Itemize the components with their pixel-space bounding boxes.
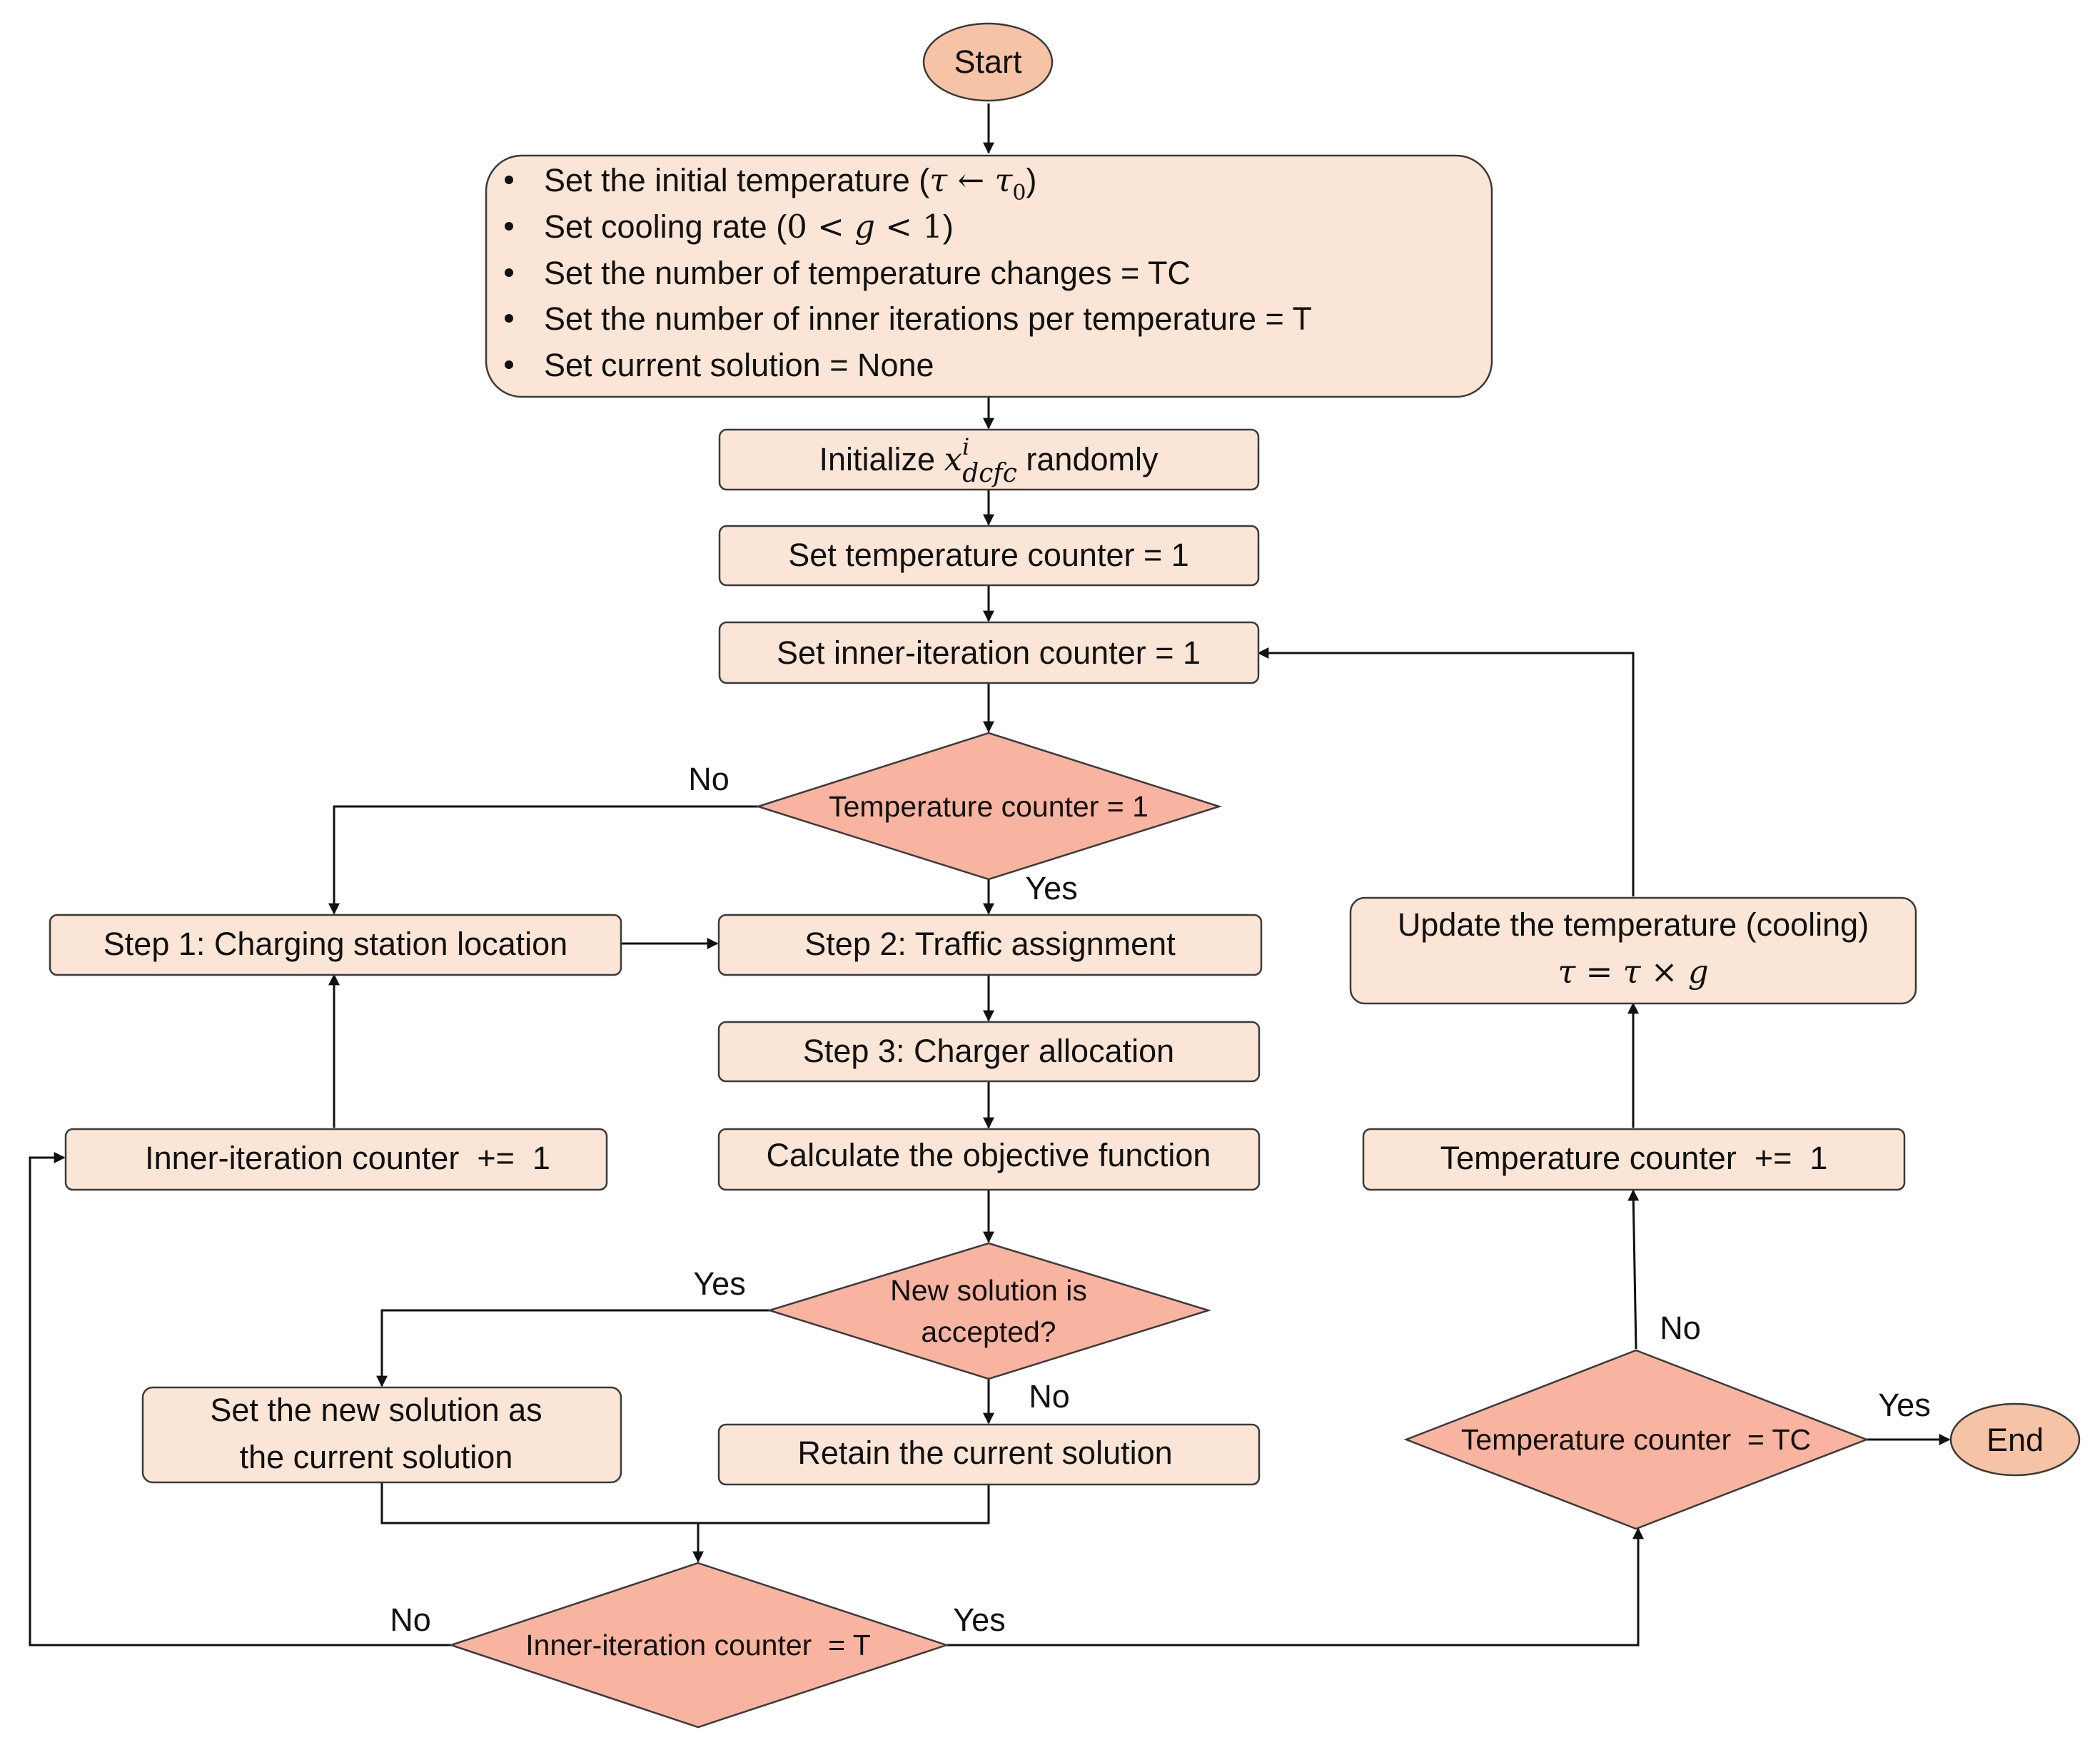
- step2-box: Step 2: Traffic assignment: [717, 914, 1263, 976]
- edge-tempcheck-no-to-step1: [328, 805, 758, 915]
- step1-box: Step 1: Charging station location: [49, 914, 622, 976]
- bullet-dot: [505, 176, 513, 184]
- end-node: End: [1949, 1402, 2081, 1477]
- edge-innercheck-no-to-increment: [29, 1152, 451, 1647]
- inner-increment-box: Inner-iteration counter += 1: [64, 1128, 608, 1191]
- set-new-solution-box: Set the new solution as the current solu…: [141, 1386, 622, 1484]
- tc-decision: Temperature counter = TC: [1403, 1349, 1869, 1530]
- edge-setnew-to-merge: [380, 1482, 990, 1524]
- init-bullet-3: Set the number of temperature changes = …: [544, 255, 1191, 291]
- temp-increment-box: Temperature counter += 1: [1362, 1128, 1906, 1191]
- set-temp-counter-box: Set temperature counter = 1: [718, 525, 1260, 587]
- step3-box: Step 3: Charger allocation: [717, 1021, 1261, 1083]
- init-bullet-2: Set cooling rate (0 < g < 1): [544, 208, 954, 246]
- bullet-dot: [505, 268, 513, 277]
- init-bullet-1: Set the initial temperature (τ ← τ0): [544, 161, 1037, 206]
- temp-increment-label: Temperature counter += 1: [1440, 1140, 1828, 1176]
- inner-counter-decision: Inner-iteration counter = T: [448, 1562, 949, 1729]
- set-temp-counter-label: Set temperature counter = 1: [788, 537, 1189, 573]
- edge-label-accept-no: No: [1029, 1378, 1070, 1415]
- end-label: End: [1987, 1422, 2044, 1458]
- edge-label-temp-yes: Yes: [1025, 870, 1077, 906]
- accept-decision-line1: New solution is: [890, 1274, 1087, 1307]
- bullet-dot: [505, 360, 513, 369]
- step3-label: Step 3: Charger allocation: [803, 1033, 1174, 1069]
- edge-update-to-setinner: [1257, 647, 1635, 896]
- edge-label-tc-yes: Yes: [1878, 1387, 1930, 1423]
- edge-label-temp-no: No: [688, 761, 730, 797]
- inner-increment-label: Inner-iteration counter += 1: [145, 1140, 550, 1176]
- temp-counter-decision: Temperature counter = 1: [754, 732, 1223, 881]
- tc-decision-label: Temperature counter = TC: [1461, 1423, 1811, 1456]
- objective-label: Calculate the objective function: [767, 1137, 1211, 1173]
- edge-label-accept-yes: Yes: [693, 1265, 745, 1302]
- edge-tccheck-no-to-tempincrement: [1627, 1189, 1640, 1350]
- start-label: Start: [954, 44, 1022, 80]
- set-inner-counter-label: Set inner-iteration counter = 1: [777, 634, 1201, 671]
- step2-label: Step 2: Traffic assignment: [804, 926, 1176, 962]
- update-temperature-box: Update the temperature (cooling) τ = τ ×…: [1349, 896, 1917, 1005]
- edge-label-inner-yes: Yes: [953, 1602, 1005, 1638]
- accept-decision-line2: accepted?: [921, 1315, 1056, 1348]
- set-new-solution-line2: the current solution: [240, 1439, 513, 1475]
- step1-label: Step 1: Charging station location: [104, 926, 567, 962]
- inner-counter-decision-label: Inner-iteration counter = T: [525, 1629, 871, 1662]
- bullet-dot: [505, 222, 513, 231]
- init-bullet-list: Set the initial temperature (τ ← τ0) Set…: [505, 161, 1312, 383]
- start-node: Start: [922, 22, 1054, 102]
- update-temperature-line1: Update the temperature (cooling): [1398, 906, 1869, 943]
- edge-label-inner-no: No: [390, 1602, 431, 1638]
- edge-label-tc-no: No: [1660, 1310, 1701, 1346]
- bullet-dot: [505, 314, 513, 323]
- objective-box: Calculate the objective function: [717, 1128, 1261, 1191]
- temp-counter-decision-label: Temperature counter = 1: [829, 790, 1149, 823]
- connectors: [29, 103, 1951, 1647]
- init-bullet-4: Set the number of inner iterations per t…: [544, 300, 1312, 337]
- edge-accept-yes-to-setnew: [376, 1309, 769, 1387]
- set-inner-counter-box: Set inner-iteration counter = 1: [718, 621, 1260, 684]
- retain-solution-box: Retain the current solution: [717, 1423, 1261, 1486]
- edge-labels: No Yes Yes No No Yes No Yes: [390, 761, 1930, 1638]
- accept-decision: New solution is accepted?: [766, 1242, 1212, 1380]
- update-temperature-line2: τ = τ × g: [1558, 953, 1708, 991]
- init-settings-box: Set the initial temperature (τ ← τ0) Set…: [485, 154, 1493, 398]
- edge-innercheck-yes-to-tccheck: [946, 1527, 1644, 1647]
- set-new-solution-line1: Set the new solution as: [210, 1392, 542, 1428]
- init-bullet-5: Set current solution = None: [544, 347, 934, 383]
- retain-solution-label: Retain the current solution: [797, 1435, 1172, 1471]
